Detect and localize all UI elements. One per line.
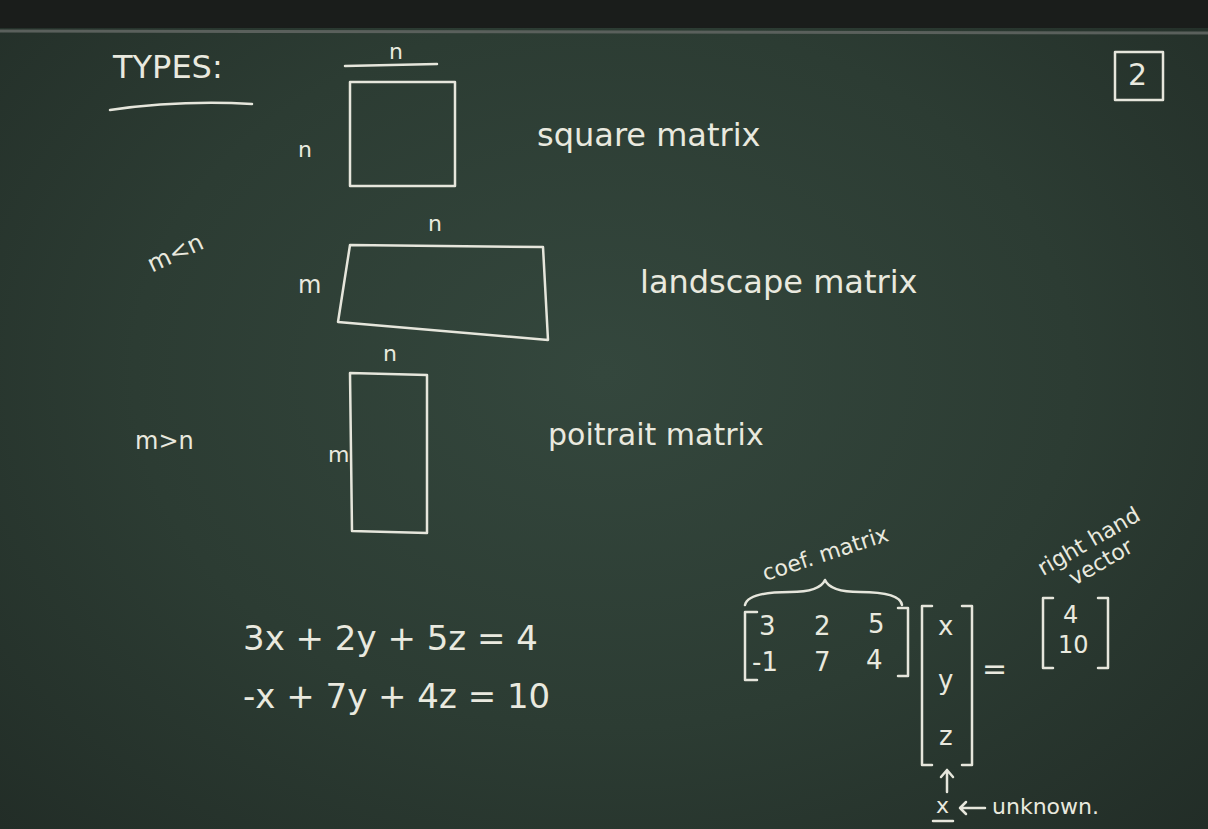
equation: 3x + 2y + 5z = 4	[243, 620, 538, 657]
landscape-matrix-shape	[338, 245, 548, 340]
annotation: coef. matrix	[759, 522, 891, 585]
page-number-box	[1115, 52, 1163, 100]
type-name: square matrix	[537, 118, 761, 153]
equation: -x + 7y + 4z = 10	[243, 678, 550, 715]
chalk-tray	[0, 31, 1208, 33]
dimension-label: n	[389, 40, 403, 64]
square-matrix-shape	[350, 82, 455, 186]
vector-bracket	[922, 606, 932, 765]
dimension-label: n	[383, 342, 397, 366]
vector-bracket	[962, 606, 972, 765]
title-underline	[110, 103, 252, 110]
matrix-cell: 3	[759, 612, 776, 641]
dimension-label: n	[298, 138, 312, 162]
matrix-cell: -1	[752, 648, 778, 677]
heading: TYPES:	[113, 50, 223, 85]
vector-cell: z	[939, 722, 953, 751]
matrix-cell: 5	[868, 610, 885, 639]
page-number: 2	[1128, 58, 1147, 91]
up-arrow	[941, 770, 953, 792]
type-name: landscape matrix	[640, 265, 917, 300]
vector-underline	[933, 820, 953, 823]
matrix-cell: 4	[866, 646, 883, 675]
dimension-line	[345, 64, 437, 66]
matrix-cell: 7	[814, 648, 831, 677]
matrix-cell: 2	[814, 612, 831, 641]
vector-name: x	[936, 794, 949, 818]
vector-bracket	[1098, 598, 1108, 668]
annotation: right hand vector	[1027, 499, 1164, 606]
vector-cell: 10	[1058, 632, 1089, 658]
vector-cell: y	[938, 666, 953, 695]
condition: m<n	[143, 229, 207, 278]
vector-cell: x	[938, 612, 953, 641]
vector-cell: 4	[1063, 602, 1078, 628]
left-arrow	[960, 802, 985, 814]
dimension-label: m	[328, 443, 349, 467]
dimension-label: n	[428, 212, 442, 236]
portrait-matrix-shape	[350, 373, 427, 533]
condition: m>n	[135, 428, 194, 454]
matrix-bracket	[898, 608, 908, 676]
type-name: poitrait matrix	[548, 418, 764, 451]
board-frame	[0, 0, 1208, 28]
vector-bracket	[1043, 598, 1053, 668]
dimension-label: m	[298, 272, 321, 298]
equals-sign: =	[982, 652, 1007, 685]
annotation: unknown.	[992, 795, 1099, 819]
